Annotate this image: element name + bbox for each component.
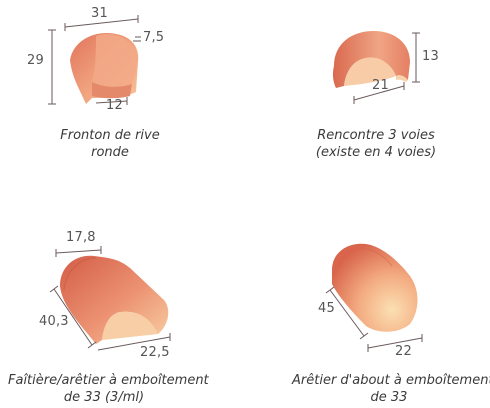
rencontre-caption-line2: (existe en 4 voies) [315, 145, 437, 160]
rencontre-caption: Rencontre 3 voies (existe en 4 voies) [306, 127, 446, 161]
faitiere-dim-left: 40,3 [39, 314, 69, 329]
aretier-caption-line2: de 33 [370, 390, 408, 405]
aretier-tile [332, 243, 418, 332]
faitiere-caption: Faîtière/arêtier à emboîtement de 33 (3/… [8, 372, 209, 406]
fronton-dim-bottom: 12 [106, 98, 123, 113]
fronton-dimension-lines [48, 15, 141, 105]
aretier-caption: Arêtier d'about à emboîtement de 33 [292, 372, 490, 406]
fronton-tile [70, 33, 139, 104]
fronton-dim-side: 7,5 [143, 30, 165, 45]
fronton-caption: Fronton de rive ronde [50, 127, 170, 161]
rencontre-caption-line1: Rencontre 3 voies [317, 128, 435, 143]
faitiere-dim-bottom: 22,5 [140, 345, 170, 360]
fronton-caption-line2: ronde [91, 145, 129, 160]
rencontre-dim-right: 13 [422, 49, 439, 64]
rencontre-dim-bottom: 21 [372, 78, 389, 93]
faitiere-dim-top: 17,8 [66, 230, 96, 245]
rencontre-tile [332, 30, 410, 88]
aretier-dim-left: 45 [318, 301, 335, 316]
fronton-dim-top: 31 [91, 6, 108, 21]
fronton-dim-left: 29 [27, 53, 44, 68]
faitiere-tile [60, 255, 169, 344]
faitiere-caption-line1: Faîtière/arêtier à emboîtement [8, 373, 209, 388]
faitiere-caption-line2: de 33 (3/ml) [63, 390, 145, 405]
fronton-caption-line1: Fronton de rive [60, 128, 160, 143]
aretier-caption-line1: Arêtier d'about à emboîtement [292, 373, 490, 388]
faitiere-dimension-lines [49, 246, 171, 351]
rencontre-dimension-lines [353, 32, 420, 104]
aretier-dim-bottom: 22 [395, 344, 412, 359]
aretier-dimension-lines [325, 286, 423, 352]
